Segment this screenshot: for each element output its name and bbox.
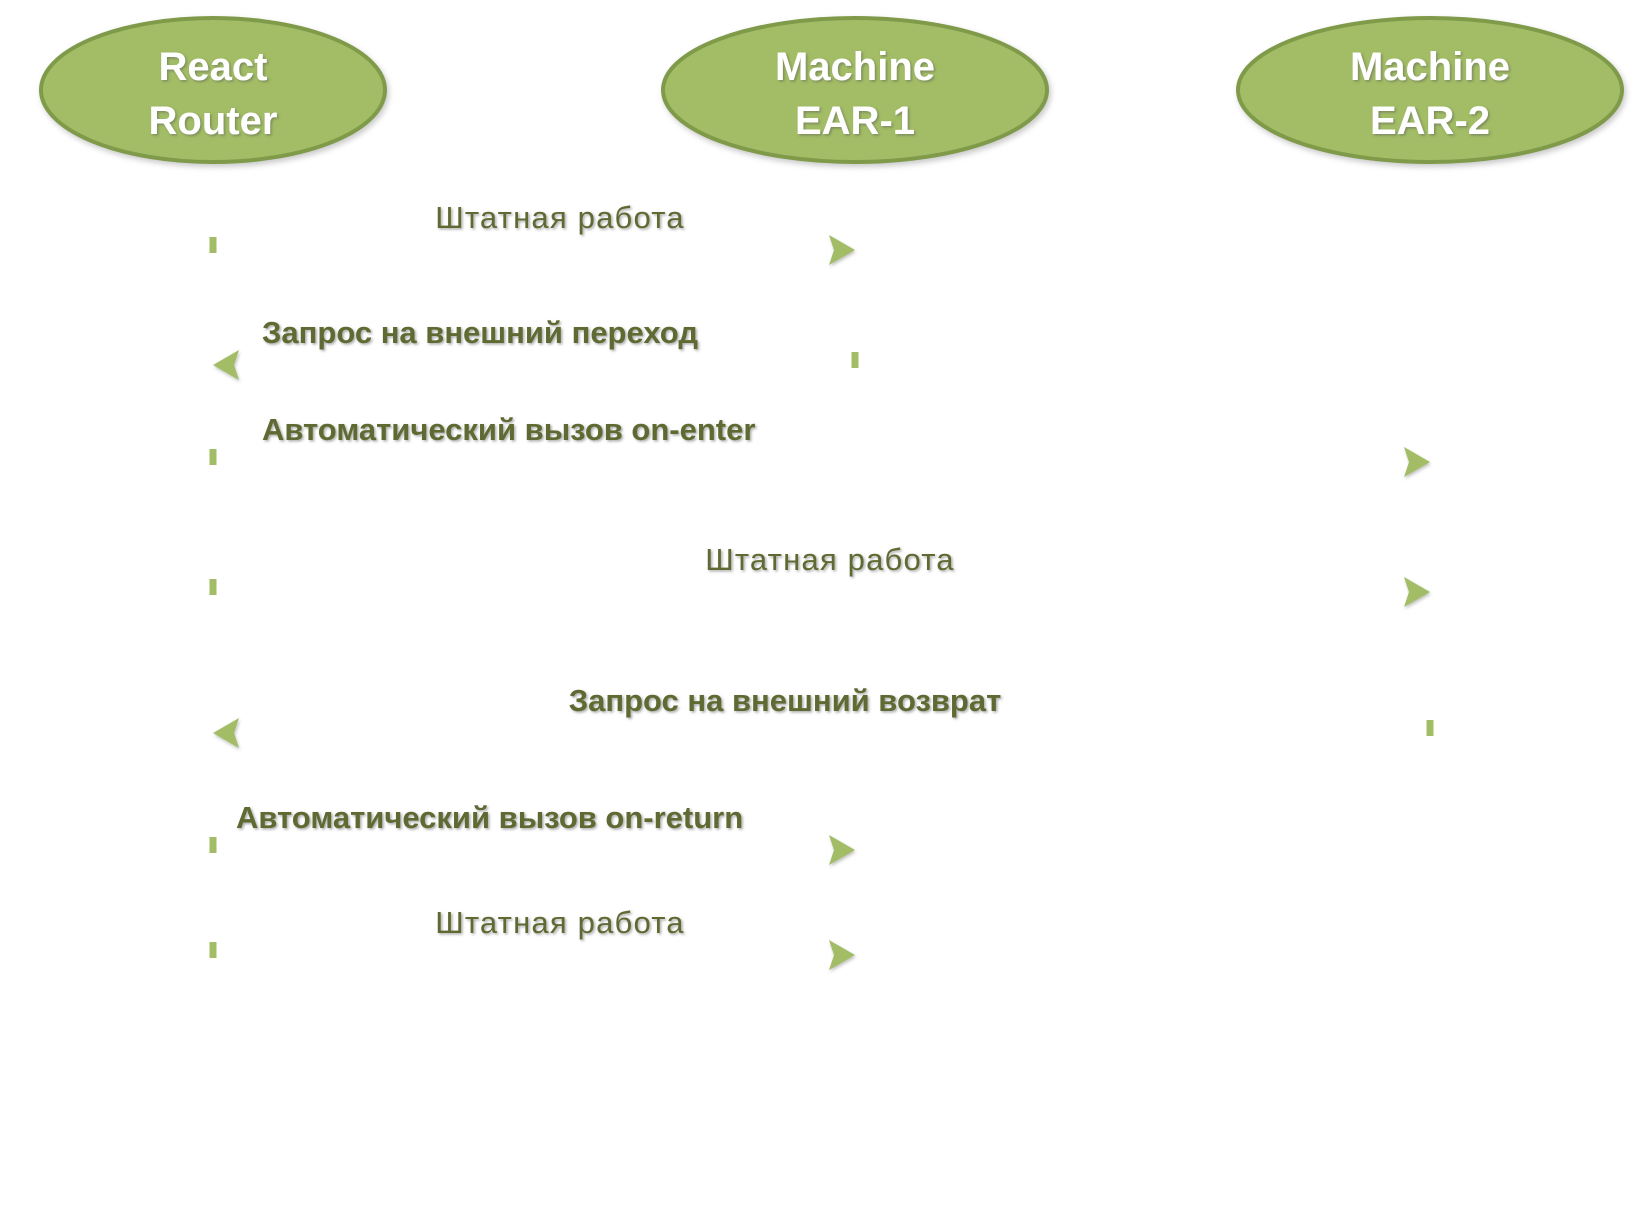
message-arrowhead	[829, 940, 855, 970]
actor-label-line1: React	[159, 45, 268, 89]
message-label: Штатная работа	[705, 542, 954, 577]
message-label: Автоматический вызов on-return	[236, 800, 743, 835]
actor-label-line2: EAR-1	[795, 99, 915, 143]
message-3[interactable]: Автоматический вызов on-enter	[209, 412, 1430, 477]
message-arrowhead	[829, 235, 855, 265]
message-arrowhead	[1404, 577, 1430, 607]
message-label: Запрос на внешний возврат	[569, 683, 1002, 718]
actor-label-line1: Machine	[1350, 45, 1510, 89]
message-label: Штатная работа	[435, 200, 684, 235]
actor-label-line1: Machine	[775, 45, 935, 89]
actor-label-line2: EAR-2	[1370, 99, 1490, 143]
message-6[interactable]: Автоматический вызов on-return	[209, 800, 855, 865]
message-label: Автоматический вызов on-enter	[262, 412, 755, 447]
message-label: Запрос на внешний переход	[262, 315, 698, 350]
message-label: Штатная работа	[435, 905, 684, 940]
message-arrowhead	[213, 718, 239, 748]
message-arrowhead	[213, 350, 239, 380]
message-4[interactable]: Штатная работа	[209, 542, 1430, 607]
message-7[interactable]: Штатная работа	[209, 905, 855, 970]
actor-ellipse	[661, 16, 1049, 164]
actor-ellipse	[1236, 16, 1624, 164]
message-5[interactable]: Запрос на внешний возврат	[213, 683, 1434, 748]
message-1[interactable]: Штатная работа	[209, 200, 855, 265]
message-arrowhead	[829, 835, 855, 865]
actor-ellipse	[39, 16, 387, 164]
actor-label-line2: Router	[149, 99, 278, 143]
message-arrowhead	[1404, 447, 1430, 477]
message-2[interactable]: Запрос на внешний переход	[213, 315, 859, 380]
